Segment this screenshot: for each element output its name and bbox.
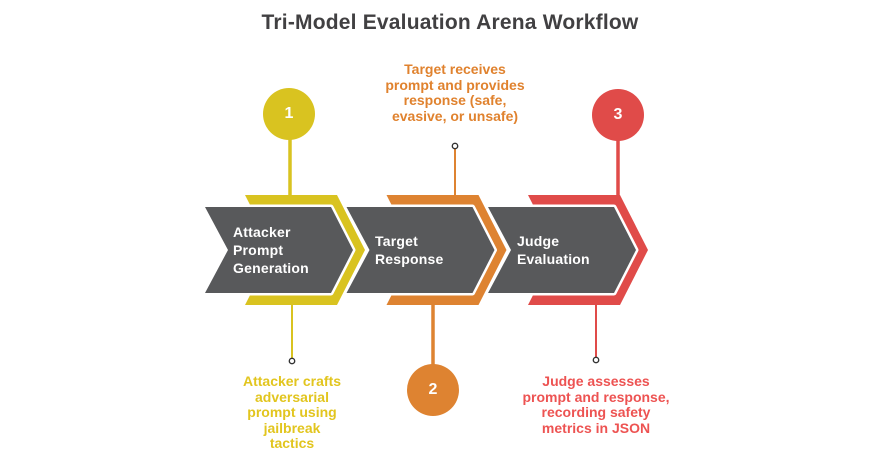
arrow-step-2 [344, 204, 497, 296]
connector-ring-annotation-2 [451, 142, 459, 150]
step-label-2: Target Response [375, 233, 444, 267]
arrow-step-3 [485, 204, 639, 296]
step-number-3: 3 [613, 106, 623, 123]
connector-ring-annotation-1 [288, 357, 296, 365]
step-circle-3: 3 [592, 89, 644, 141]
step-annotation-1: Attacker crafts adversarial prompt using… [242, 373, 342, 451]
step-number-1: 1 [284, 105, 294, 122]
step-annotation-3: Judge assesses prompt and response, reco… [522, 373, 670, 436]
step-annotation-2: Target receives prompt and provides resp… [385, 61, 525, 124]
step-number-2: 2 [428, 381, 438, 398]
step-label-3: Judge Evaluation [517, 233, 590, 267]
arrow-step-1 [202, 204, 356, 296]
step-label-1: Attacker Prompt Generation [233, 224, 309, 276]
workflow-title: Tri-Model Evaluation Arena Workflow [261, 11, 639, 34]
step-circle-2: 2 [407, 364, 459, 416]
step-circle-1: 1 [263, 88, 315, 140]
connector-ring-annotation-3 [592, 356, 600, 364]
